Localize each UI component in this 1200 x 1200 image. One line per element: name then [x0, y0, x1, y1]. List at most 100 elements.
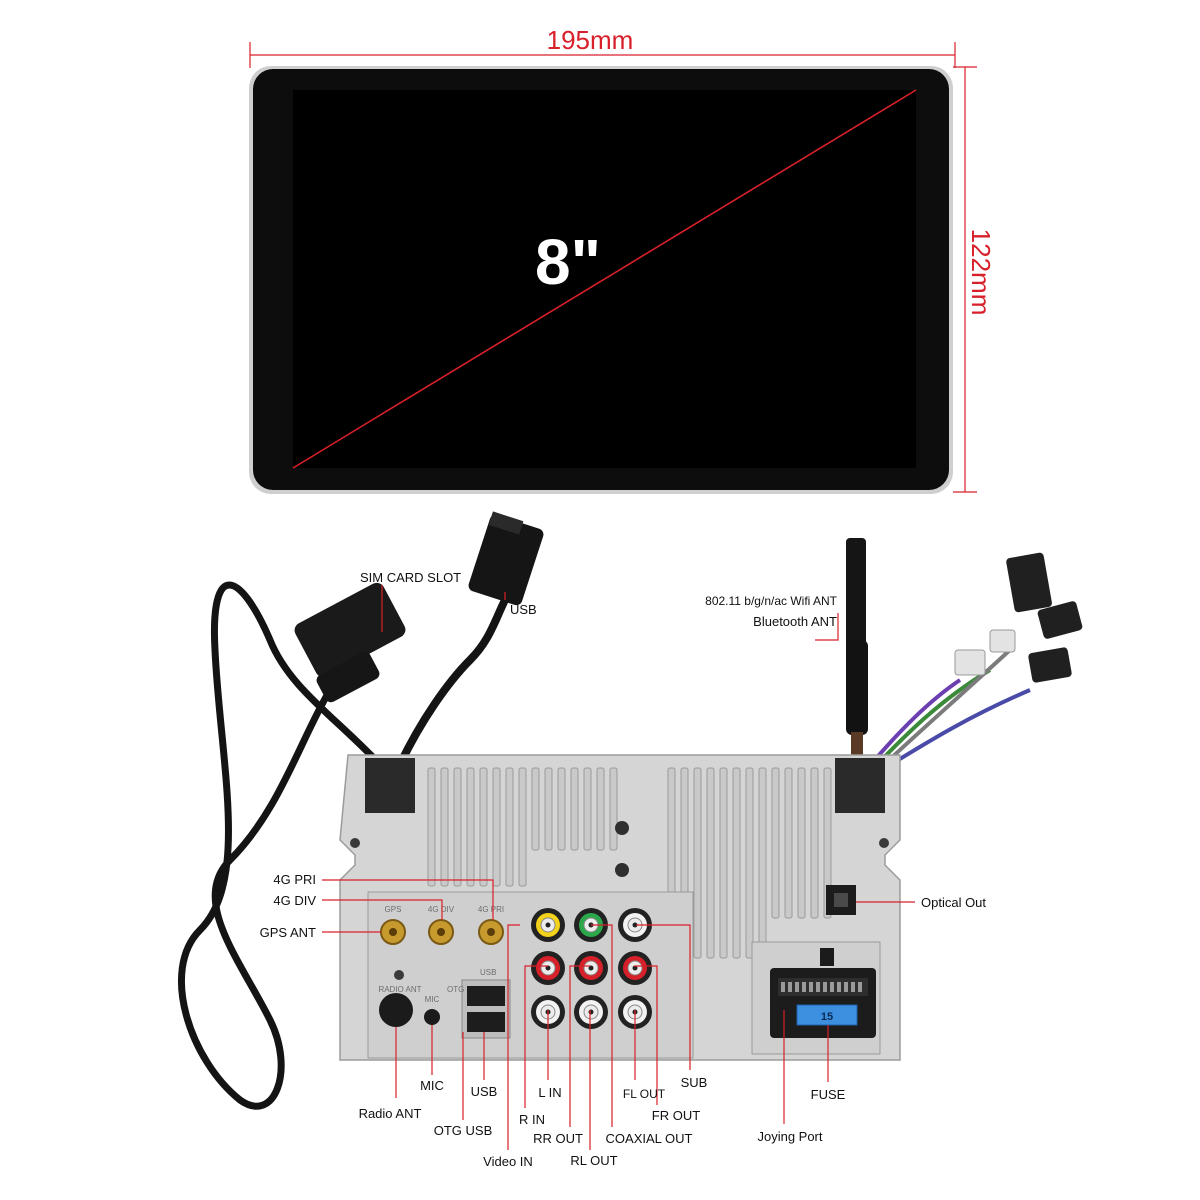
- heat-sink-fin: [823, 767, 832, 919]
- radio-print: RADIO ANT: [378, 985, 421, 994]
- 4g-pri-print: 4G PRI: [478, 905, 504, 914]
- optical-out-port: [826, 885, 856, 915]
- sim-card-slot-label: SIM CARD SLOT: [360, 570, 461, 585]
- mic-label: MIC: [420, 1078, 444, 1093]
- rl-out-label: RL OUT: [570, 1153, 617, 1168]
- rca-jacks: [531, 908, 652, 1029]
- heat-sink-fin: [453, 767, 462, 887]
- heat-sink-fin: [479, 767, 488, 887]
- rca-jack: [531, 995, 565, 1029]
- connector-pin: [795, 982, 799, 992]
- heat-sink-fin: [706, 767, 715, 959]
- heat-sink-fin: [531, 767, 540, 851]
- usb-print: USB: [480, 968, 496, 977]
- bluetooth-ant-label: Bluetooth ANT: [753, 614, 837, 629]
- connector-pin: [858, 982, 862, 992]
- mic-port: MIC: [424, 995, 440, 1025]
- back-panel: GPS 4G DIV 4G PRI RADIO ANT MIC OTG: [339, 754, 901, 1061]
- fl-out-label: FL OUT: [623, 1087, 666, 1101]
- connector-pin: [781, 982, 785, 992]
- connector-pin: [816, 982, 820, 992]
- heat-sink-fin: [518, 767, 527, 887]
- optical-out-label: Optical Out: [921, 895, 986, 910]
- connector-pin: [823, 982, 827, 992]
- rca-jack: [574, 951, 608, 985]
- heat-sink-fin: [557, 767, 566, 851]
- height-dimension-label: 122mm: [966, 229, 996, 316]
- 4g-pri-port: 4G PRI: [478, 905, 504, 945]
- 4g-div-port: 4G DIV: [428, 905, 455, 945]
- mic-print: MIC: [425, 995, 440, 1004]
- heat-sink-fin: [758, 767, 767, 959]
- heat-sink-fin: [505, 767, 514, 887]
- leader-lines: [322, 585, 915, 1150]
- heat-sink-fin: [492, 767, 501, 887]
- heat-sink-fin: [745, 767, 754, 959]
- usb-ports: OTG USB: [447, 968, 511, 1039]
- heat-sink-fin: [784, 767, 793, 919]
- screen-size-label: 8": [535, 226, 601, 298]
- joying-port-block: 15: [751, 941, 881, 1055]
- screen-diagonal: [292, 89, 917, 469]
- heat-sink-fin: [609, 767, 618, 851]
- fuse: [796, 1004, 858, 1026]
- wifi-ant-label: 802.11 b/g/n/ac Wifi ANT: [705, 594, 838, 608]
- heat-sink-fins: [427, 767, 832, 959]
- head-unit-screen: 8": [249, 66, 953, 494]
- video-in-label: Video IN: [483, 1154, 533, 1169]
- usb-port-label: USB: [471, 1084, 498, 1099]
- gps-ant-label: GPS ANT: [260, 925, 316, 940]
- connector-pin: [837, 982, 841, 992]
- heat-sink-fin: [583, 767, 592, 851]
- rr-out-label: RR OUT: [533, 1131, 583, 1146]
- coaxial-out-label: COAXIAL OUT: [606, 1131, 693, 1146]
- heat-sink-fin: [427, 767, 436, 887]
- rca-jack: [574, 995, 608, 1029]
- radio-ant-label: Radio ANT: [359, 1106, 422, 1121]
- sim-card-slot-box: [294, 582, 406, 703]
- l-in-label: L IN: [538, 1085, 561, 1100]
- joying-port-label: Joying Port: [757, 1129, 822, 1144]
- fuse-value-print: 15: [821, 1011, 833, 1023]
- heat-sink-fin: [719, 767, 728, 959]
- gps-port: GPS: [380, 905, 406, 945]
- heat-sink-fin: [771, 767, 780, 919]
- heat-sink-fin: [732, 767, 741, 959]
- rca-jack: [531, 908, 565, 942]
- sim-usb-cables: [177, 511, 544, 1110]
- rca-jack: [531, 951, 565, 985]
- height-dimension: 122mm: [953, 66, 996, 493]
- 4g-div-print: 4G DIV: [428, 905, 455, 914]
- fuse-label: FUSE: [811, 1087, 846, 1102]
- width-dimension-label: 195mm: [547, 25, 634, 55]
- connector-pin: [844, 982, 848, 992]
- connector-pin: [802, 982, 806, 992]
- heat-sink-fin: [797, 767, 806, 919]
- otg-print: OTG: [447, 985, 464, 994]
- fr-out-label: FR OUT: [652, 1108, 700, 1123]
- connector-pin: [830, 982, 834, 992]
- 4g-pri-label: 4G PRI: [273, 872, 316, 887]
- otg-usb-label: OTG USB: [434, 1123, 493, 1138]
- heat-sink-fin: [810, 767, 819, 919]
- 4g-div-label: 4G DIV: [273, 893, 316, 908]
- radio-ant-port: RADIO ANT: [378, 970, 422, 1027]
- heat-sink-fin: [693, 767, 702, 959]
- width-dimension: 195mm: [249, 25, 956, 68]
- usb-connector: [468, 511, 544, 606]
- heat-sink-fin: [544, 767, 553, 851]
- r-in-label: R IN: [519, 1112, 545, 1127]
- heat-sink-fin: [570, 767, 579, 851]
- heat-sink-fin: [596, 767, 605, 851]
- heat-sink-fin: [440, 767, 449, 887]
- rca-jack: [618, 908, 652, 942]
- connector-pin: [809, 982, 813, 992]
- gps-print: GPS: [385, 905, 402, 914]
- sub-label: SUB: [681, 1075, 708, 1090]
- antenna-and-harness: [846, 538, 1083, 778]
- rca-jack: [618, 951, 652, 985]
- heat-sink-fin: [466, 767, 475, 887]
- connector-pin: [788, 982, 792, 992]
